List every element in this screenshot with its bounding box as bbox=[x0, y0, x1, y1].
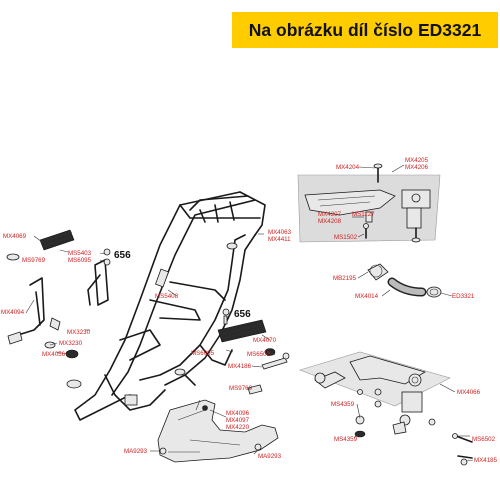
label-MX4096: MX4096 bbox=[226, 410, 250, 417]
label-MS6502-upper: MS6502 bbox=[247, 351, 271, 358]
label-MX4206: MX4206 bbox=[405, 164, 429, 171]
part-labels: MX4069 MS9769 MS5403 MS6095 656 MX4094 M… bbox=[1, 157, 498, 464]
leader-lines bbox=[25, 164, 474, 462]
label-MX4070: MX4070 bbox=[253, 337, 277, 344]
label-MX4014: MX4014 bbox=[355, 293, 379, 300]
label-MA9293-left: MA9293 bbox=[124, 448, 148, 455]
label-ED3321: ED3321 bbox=[452, 293, 475, 300]
left-footrest-drawing bbox=[6, 229, 111, 359]
title-banner: Na obrázku díl číslo ED3321 bbox=[232, 12, 498, 48]
label-MX4069: MX4069 bbox=[3, 233, 27, 240]
label-MB2195: MB2195 bbox=[333, 275, 357, 282]
label-MX4186: MX4186 bbox=[228, 363, 252, 370]
label-MS1127: MS1127 bbox=[352, 211, 375, 218]
label-MX4208: MX4208 bbox=[318, 218, 342, 225]
label-MX4204: MX4204 bbox=[336, 164, 360, 171]
label-MS4359-upper: MS4359 bbox=[331, 401, 355, 408]
label-MX4185: MX4185 bbox=[474, 457, 498, 464]
label-MX4207: MX4207 bbox=[318, 211, 342, 218]
label-MX4205: MX4205 bbox=[405, 157, 429, 164]
hose-clamp-drawing bbox=[367, 263, 442, 298]
label-MX4066: MX4066 bbox=[457, 389, 481, 396]
label-MX3230-lower: MX3230 bbox=[59, 340, 83, 347]
label-MX4097: MX4097 bbox=[226, 417, 250, 424]
banner-text: Na obrázku díl číslo ED3321 bbox=[248, 19, 482, 40]
stand-drawing bbox=[297, 163, 441, 243]
right-footrest-drawing bbox=[217, 308, 290, 395]
label-MX4411: MX4411 bbox=[268, 236, 291, 243]
label-MS6095-right: MS6095 bbox=[191, 350, 215, 357]
label-MX4094: MX4094 bbox=[1, 309, 25, 316]
label-656-upper: 656 bbox=[114, 250, 131, 261]
label-MA9293-right: MA9293 bbox=[258, 453, 282, 460]
label-MX4220: MX4220 bbox=[226, 424, 250, 431]
label-MS5408: MS5408 bbox=[155, 293, 179, 300]
label-MS1502: MS1502 bbox=[334, 234, 358, 241]
label-MS5403: MS5403 bbox=[68, 250, 92, 257]
label-MX4056: MX4056 bbox=[42, 351, 66, 358]
label-MS6502-right: MS6502 bbox=[472, 436, 496, 443]
label-MS6095-left: MS6095 bbox=[68, 257, 92, 264]
label-MS9769-left: MS9769 bbox=[22, 257, 46, 264]
label-MS4359-lower: MS4359 bbox=[334, 436, 358, 443]
belly-pan-drawing bbox=[157, 399, 279, 463]
label-MX4063: MX4063 bbox=[268, 229, 292, 236]
engine-mount-drawing bbox=[299, 351, 473, 466]
label-MS9769-right: MS9769 bbox=[229, 385, 253, 392]
label-656-lower: 656 bbox=[234, 309, 251, 320]
label-MX3230-upper: MX3230 bbox=[67, 329, 91, 336]
